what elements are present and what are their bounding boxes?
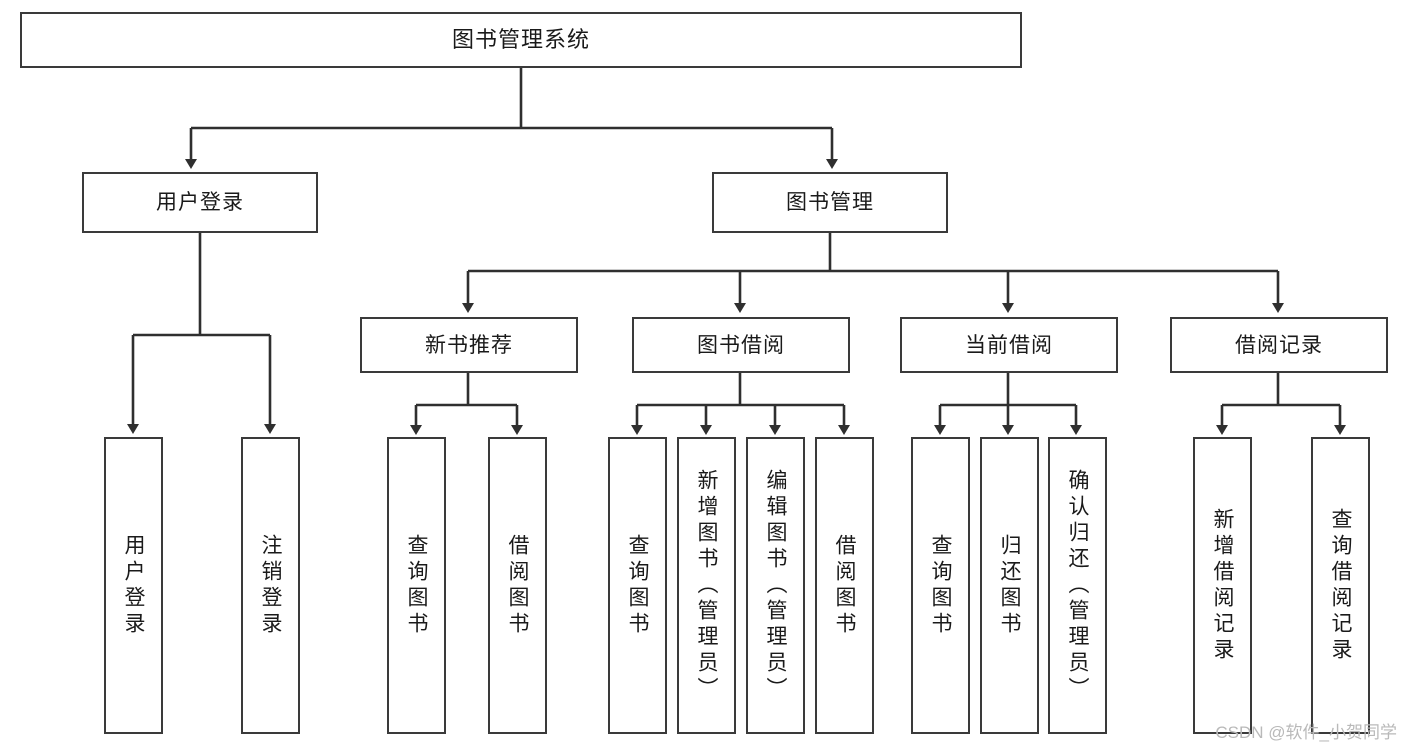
node-leaf-add-book[interactable]: 新增图书（管理员） — [677, 437, 736, 734]
node-book-management-label: 图书管理 — [786, 191, 874, 214]
node-book-borrow-label: 图书借阅 — [697, 333, 785, 357]
node-leaf-query-book-2-label: 查询图书 — [626, 533, 649, 638]
node-leaf-borrow-book-1[interactable]: 借阅图书 — [488, 437, 547, 734]
node-leaf-add-record-label: 新增借阅记录 — [1211, 507, 1234, 664]
node-leaf-logout[interactable]: 注销登录 — [241, 437, 300, 734]
node-leaf-edit-book[interactable]: 编辑图书（管理员） — [746, 437, 805, 734]
node-leaf-user-login[interactable]: 用户登录 — [104, 437, 163, 734]
node-leaf-confirm-return[interactable]: 确认归还（管理员） — [1048, 437, 1107, 734]
node-leaf-return-book-label: 归还图书 — [998, 533, 1021, 638]
node-leaf-query-record-label: 查询借阅记录 — [1329, 507, 1352, 664]
node-current-borrow-label: 当前借阅 — [965, 333, 1053, 357]
node-leaf-logout-label: 注销登录 — [259, 533, 282, 638]
node-leaf-add-book-label: 新增图书（管理员） — [695, 468, 718, 703]
node-leaf-return-book[interactable]: 归还图书 — [980, 437, 1039, 734]
node-user-login-label: 用户登录 — [156, 191, 244, 214]
node-leaf-edit-book-label: 编辑图书（管理员） — [764, 468, 787, 703]
node-book-borrow[interactable]: 图书借阅 — [632, 317, 850, 373]
node-leaf-borrow-book-2[interactable]: 借阅图书 — [815, 437, 874, 734]
node-leaf-query-record[interactable]: 查询借阅记录 — [1311, 437, 1370, 734]
node-leaf-query-book-2[interactable]: 查询图书 — [608, 437, 667, 734]
node-leaf-user-login-label: 用户登录 — [122, 533, 145, 638]
node-user-login[interactable]: 用户登录 — [82, 172, 318, 233]
node-leaf-add-record[interactable]: 新增借阅记录 — [1193, 437, 1252, 734]
watermark: CSDN @软件_小贺同学 — [1215, 723, 1397, 742]
node-root[interactable]: 图书管理系统 — [20, 12, 1022, 68]
node-current-borrow[interactable]: 当前借阅 — [900, 317, 1118, 373]
node-leaf-borrow-book-1-label: 借阅图书 — [506, 533, 529, 638]
node-leaf-query-book-1[interactable]: 查询图书 — [387, 437, 446, 734]
node-new-book-recommend[interactable]: 新书推荐 — [360, 317, 578, 373]
node-leaf-confirm-return-label: 确认归还（管理员） — [1066, 468, 1089, 703]
node-leaf-query-book-1-label: 查询图书 — [405, 533, 428, 638]
node-leaf-query-book-3[interactable]: 查询图书 — [911, 437, 970, 734]
node-leaf-query-book-3-label: 查询图书 — [929, 533, 952, 638]
node-leaf-borrow-book-2-label: 借阅图书 — [833, 533, 856, 638]
node-borrow-record[interactable]: 借阅记录 — [1170, 317, 1388, 373]
node-root-label: 图书管理系统 — [451, 27, 590, 52]
node-book-management[interactable]: 图书管理 — [712, 172, 948, 233]
node-borrow-record-label: 借阅记录 — [1235, 333, 1323, 357]
node-new-book-recommend-label: 新书推荐 — [425, 333, 513, 357]
